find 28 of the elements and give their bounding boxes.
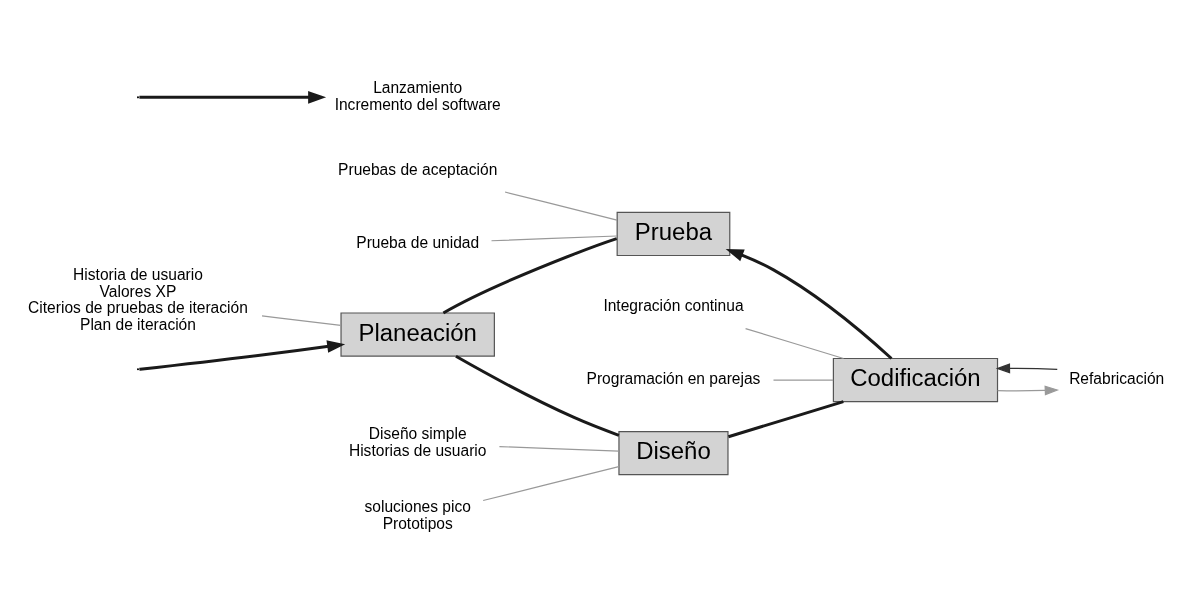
connector [261, 314, 342, 326]
arrow [996, 384, 1060, 395]
connector [455, 354, 620, 437]
node-text: Refabricación [1069, 369, 1165, 387]
node-box: Planeación [340, 311, 495, 357]
node-text: soluciones pico Prototipos [364, 497, 471, 532]
connector [744, 327, 845, 359]
node-text: Prueba de unidad [356, 233, 480, 251]
arrow [995, 362, 1058, 373]
node-box: Prueba [616, 211, 731, 256]
connector [498, 445, 620, 452]
connector [772, 378, 834, 381]
node-box: Codificación [832, 357, 999, 402]
node-text: Programación en parejas [586, 369, 761, 387]
node-text: Integración continua [603, 296, 744, 314]
node-text: Pruebas de aceptación [338, 160, 498, 177]
connector [728, 399, 844, 438]
arrow [725, 248, 893, 360]
connector [490, 234, 618, 241]
node-text: Lanzamiento Incremento del software [334, 78, 501, 113]
node-text: Diseño simple Historias de usuario [348, 424, 487, 459]
arrow [139, 339, 346, 371]
connector [482, 465, 620, 501]
node-text: Historia de usuario Valores XP Citerios de pruebas de iteración Plan de iteración [28, 265, 248, 333]
node-box: Diseño [618, 430, 729, 475]
arrow [139, 90, 327, 104]
connector [442, 236, 618, 314]
connector [504, 190, 618, 221]
